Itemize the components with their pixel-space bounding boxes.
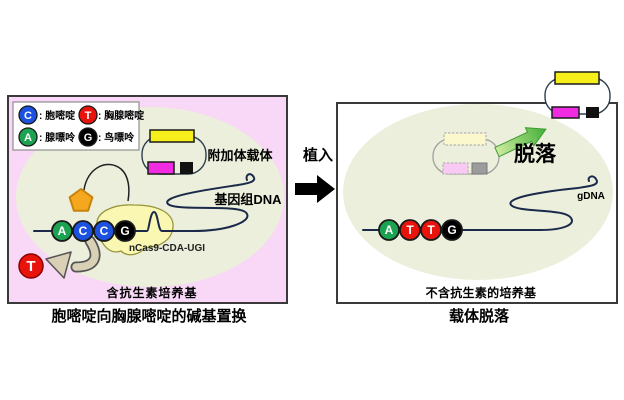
base-letter: G <box>447 223 456 237</box>
legend-label-cytosine: : 胞嘧啶 <box>39 109 75 122</box>
vector-gene-magenta <box>551 106 580 119</box>
genome-dna-label: 基因组DNA <box>213 192 282 207</box>
shed-arrow-icon <box>494 127 547 158</box>
base-letter: A <box>385 223 394 237</box>
legend-letter: G <box>84 132 93 144</box>
shed-label: 脱落 <box>514 142 557 166</box>
legend-letter: T <box>85 110 92 122</box>
right-arrow-icon <box>295 175 335 203</box>
genomic-dna-curve-right <box>362 175 598 231</box>
edited-bases-right: A T T G <box>378 219 463 241</box>
faded-plasmid <box>432 132 500 175</box>
left-panel: 附加体载体 基因组DNA A C C G T nCas9-CDA-UGI 含抗生… <box>7 95 288 325</box>
gdna-label: gDNA <box>577 191 605 202</box>
left-caption: 胞嘧啶向胸腺嘧啶的碱基置换 <box>50 307 247 325</box>
cell-membrane-left <box>16 107 284 287</box>
base-letter: A <box>58 224 67 238</box>
vector-gene-black <box>180 162 193 174</box>
legend-label-guanine: : 鸟嘌呤 <box>98 131 135 144</box>
legend-letter: C <box>24 110 32 122</box>
right-caption: 载体脱落 <box>449 307 510 325</box>
base-letter: T <box>406 223 414 237</box>
vector-gene-yellow <box>554 71 600 85</box>
legend-adenine-icon <box>18 127 38 147</box>
legend-box: C : 胞嘧啶 T : 胸腺嘧啶 A : 腺嘌呤 G : 鸟嘌呤 <box>12 101 144 151</box>
faded-gene-yellow <box>443 132 487 146</box>
pentagon-tether-line <box>83 163 130 202</box>
released-thymine: T <box>18 253 44 279</box>
vector-label: 附加体载体 <box>207 148 273 163</box>
base-bead-g <box>441 219 463 241</box>
right-panel: 脱落 gDNA A T T G 不含抗生素的培养基 载体脱落 <box>336 71 618 325</box>
protein-label: nCas9-CDA-UGI <box>129 243 205 254</box>
medium-label-left: 含抗生素培养基 <box>106 285 197 300</box>
legend-guanine-icon <box>78 127 98 147</box>
legend-label-adenine: : 腺嘌呤 <box>39 131 76 144</box>
base-letter: C <box>100 224 109 238</box>
base-bead-t1 <box>399 219 421 241</box>
vector-gene-black <box>586 107 599 118</box>
base-excision-arrow <box>45 235 101 279</box>
shed-plasmid <box>544 71 611 119</box>
legend-thymine-icon <box>78 105 98 125</box>
medium-label-right: 不含抗生素的培养基 <box>426 285 537 300</box>
base-bead-c2 <box>93 220 115 242</box>
target-bases-left: A C C G <box>51 220 136 242</box>
deaminase-pentagon <box>68 188 94 212</box>
vector-gene-magenta <box>147 161 175 175</box>
cell-membrane-right <box>343 104 613 280</box>
genomic-dna-curve-left <box>33 173 256 232</box>
legend-letter: A <box>24 132 32 144</box>
base-bead-g <box>114 220 136 242</box>
base-bead-a <box>378 219 400 241</box>
base-letter: C <box>79 224 88 238</box>
legend-label-thymine: : 胸腺嘧啶 <box>98 109 144 122</box>
base-bead-a <box>51 220 73 242</box>
faded-gene-pink <box>442 162 469 175</box>
transition: 植入 <box>295 146 335 203</box>
base-letter: T <box>427 223 435 237</box>
faded-gene-gray <box>471 162 488 175</box>
base-letter: G <box>120 224 129 238</box>
vector-gene-yellow <box>149 129 195 143</box>
legend-cytosine-icon <box>18 105 38 125</box>
transition-label: 植入 <box>303 146 333 164</box>
episomal-vector-plasmid <box>141 129 207 175</box>
base-bead-t2 <box>420 219 442 241</box>
base-bead-c1 <box>72 220 94 242</box>
released-base-letter: T <box>26 258 35 275</box>
